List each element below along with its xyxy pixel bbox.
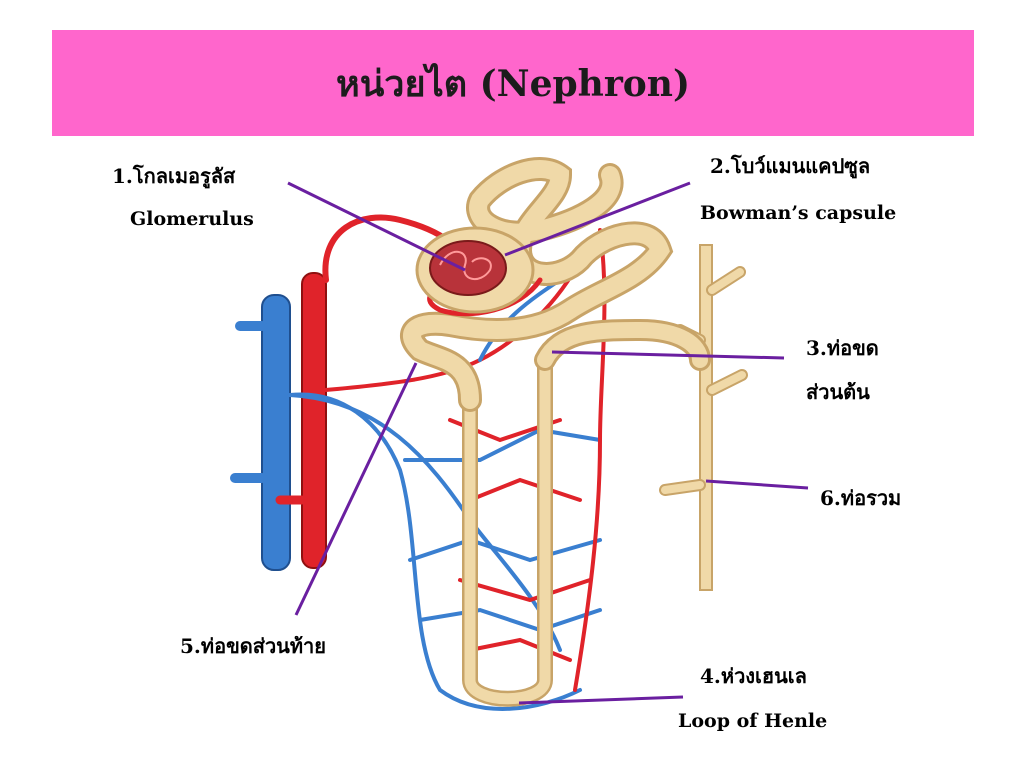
- pointer-proximal: [551, 350, 785, 360]
- pointer-bowman: [504, 181, 691, 257]
- label-bowman-english: Bowman’s capsule: [700, 202, 897, 224]
- label-bowman-thai: 2.โบว์แมนแคปซูล: [710, 154, 871, 178]
- label-proximal-line1: 3.ท่อขด: [806, 336, 879, 360]
- label-henle-english: Loop of Henle: [678, 710, 828, 732]
- label-distal-tubule: 5.ท่อขดส่วนท้าย: [180, 634, 326, 658]
- label-glomerulus-english: Glomerulus: [130, 208, 254, 230]
- bowmans-capsule: [415, 226, 535, 314]
- peritubular-capillaries: [288, 228, 607, 711]
- page-title: หน่วยไต (Nephron): [335, 62, 691, 105]
- label-glomerulus-thai: 1.โกลเมอรูลัส: [112, 164, 236, 188]
- pointer-distal: [294, 362, 418, 616]
- pointer-lines: [287, 181, 809, 705]
- title-bar: หน่วยไต (Nephron): [52, 30, 974, 136]
- label-henle-thai: 4.ห่วงเฮนเล: [700, 664, 807, 688]
- loop-of-henle: [462, 352, 553, 707]
- label-proximal-line2: ส่วนต้น: [806, 380, 870, 404]
- collecting-duct: [659, 244, 748, 591]
- pointer-glomerulus: [287, 181, 466, 272]
- renal-vessels: [230, 272, 327, 571]
- pointer-collecting: [705, 479, 809, 490]
- convoluted-tubules: [400, 157, 711, 412]
- pointer-henle: [518, 695, 684, 705]
- label-collecting-duct: 6.ท่อรวม: [820, 486, 902, 510]
